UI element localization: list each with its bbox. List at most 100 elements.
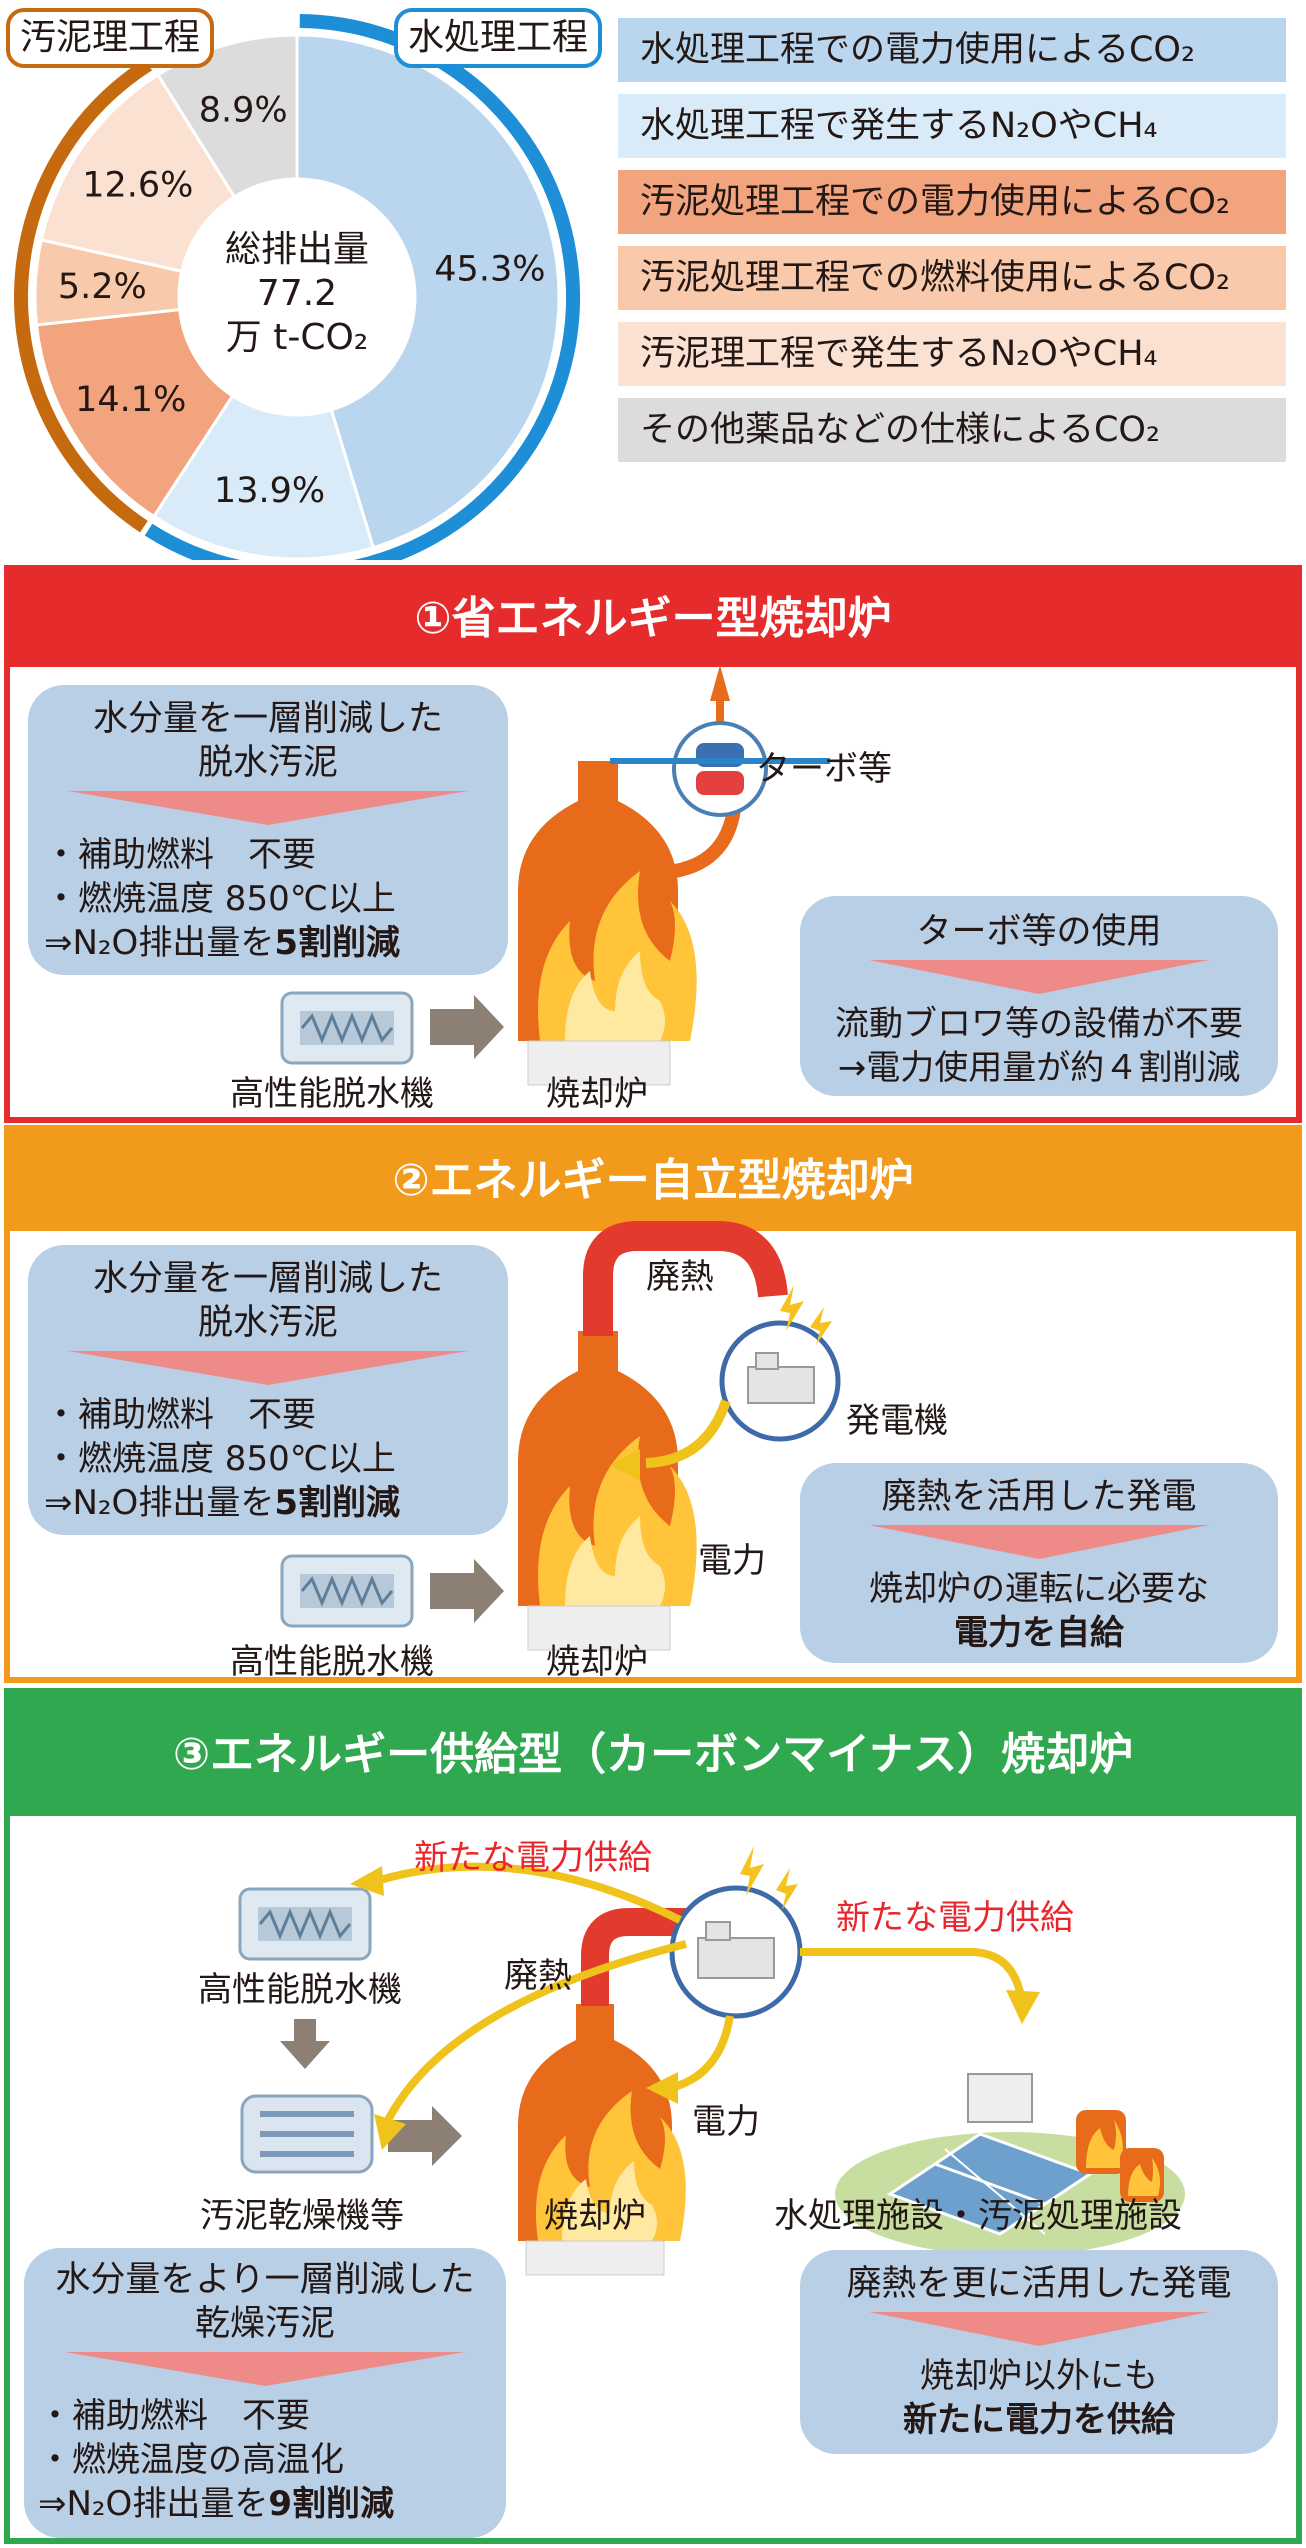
arrow-icon	[646, 2072, 678, 2104]
generator	[719, 1285, 841, 1442]
slice-value-label: 45.3%	[434, 249, 545, 289]
legend-item: 汚泥処理工程での燃料使用によるCO₂	[618, 246, 1286, 310]
dewaterer-machine	[280, 1554, 414, 1628]
bubble-title: 水分量を一層削減した	[92, 699, 443, 739]
bubble-title: 脱水汚泥	[197, 1303, 338, 1343]
section-title: ②エネルギー自立型焼却炉	[10, 1131, 1296, 1231]
arrow-icon	[350, 1866, 384, 1896]
bullet-text: ・補助燃料 不要	[38, 2396, 310, 2436]
new-power-label: 新たな電力供給	[414, 1838, 652, 1878]
generator-label: 発電機	[846, 1401, 948, 1441]
legend-item: 水処理工程での電力使用によるCO₂	[618, 18, 1286, 82]
bullet-text: ・燃焼温度の高温化	[38, 2440, 344, 2480]
bubble-title: 脱水汚泥	[197, 743, 338, 783]
bubble-text: 焼却炉の運転に必要な	[869, 1569, 1209, 1609]
bubble-bold-text: 電力を自給	[954, 1613, 1124, 1653]
incinerator	[518, 1331, 697, 1651]
bullet-text: ・燃焼温度 850℃以上	[44, 879, 396, 919]
bubble-title: 乾燥汚泥	[194, 2304, 335, 2344]
center-label-title: 総排出量	[224, 229, 369, 270]
arrow-icon	[1006, 1990, 1040, 2024]
sludge-dryer	[240, 2094, 374, 2174]
left-bubble: 水分量を一層削減した 脱水汚泥 ・補助燃料 不要 ・燃焼温度 850℃以上 ⇒N…	[28, 685, 508, 975]
bubble-bold-text: 新たに電力を供給	[903, 2400, 1175, 2440]
slice-value-label: 13.9%	[214, 471, 325, 511]
donut-center-label: 総排出量 77.2 万 t-CO₂	[187, 228, 407, 360]
incinerator	[518, 2004, 686, 2276]
incinerator	[518, 761, 697, 1086]
slice-value-label: 12.6%	[82, 165, 193, 205]
legend-label: 水処理工程での電力使用によるCO₂	[640, 30, 1195, 70]
treatment-facilities	[835, 2073, 1185, 2256]
turbo-label: ターボ等	[756, 749, 892, 789]
legend-label: 汚泥理工程で発生するN₂OやCH₄	[640, 334, 1158, 374]
dewaterer-label: 高性能脱水機	[230, 1642, 434, 1682]
slice-value-label: 14.1%	[75, 380, 186, 420]
power-arrow	[645, 1399, 731, 1468]
new-power-arrow	[800, 1948, 1024, 1994]
water-process-tag: 水処理工程	[394, 8, 603, 68]
bullet-text: ・補助燃料 不要	[44, 835, 316, 875]
new-power-label: 新たな電力供給	[836, 1898, 1074, 1938]
right-bubble: 廃熱を更に活用した発電 焼却炉以外にも 新たに電力を供給	[800, 2250, 1278, 2454]
down-arrow-icon	[869, 960, 1209, 994]
bullet-text: ・燃焼温度 850℃以上	[44, 1439, 396, 1479]
down-arrow-icon	[68, 791, 468, 825]
legend-item: 水処理工程で発生するN₂OやCH₄	[618, 94, 1286, 158]
incinerator-label: 焼却炉	[546, 1074, 648, 1114]
left-bubble: 水分量をより一層削減した 乾燥汚泥 ・補助燃料 不要 ・燃焼温度の高温化 ⇒N₂…	[24, 2248, 506, 2538]
waste-heat-pipe	[581, 1908, 699, 2006]
section-title: ③エネルギー供給型（カーボンマイナス）焼却炉	[10, 1694, 1296, 1816]
lightning-icon	[776, 1868, 798, 1910]
power-label: 電力	[698, 1541, 766, 1581]
legend-label: その他薬品などの仕様によるCO₂	[640, 410, 1160, 450]
incinerator-diagram-2	[280, 1221, 841, 1651]
result-text: ⇒N₂O排出量を5割削減	[44, 1481, 492, 1525]
incinerator-label: 焼却炉	[544, 2196, 646, 2236]
bubble-title: ターボ等の使用	[916, 912, 1162, 952]
center-label-unit: 万 t-CO₂	[225, 317, 369, 358]
arrow-icon	[388, 2106, 462, 2166]
result-bold: 9割削減	[268, 2484, 394, 2524]
dewaterer-label: 高性能脱水機	[230, 1074, 434, 1114]
legend-label: 汚泥処理工程での燃料使用によるCO₂	[640, 258, 1230, 298]
arrow-icon	[610, 1449, 640, 1481]
result-bold: 5割削減	[274, 923, 400, 963]
result-prefix: ⇒N₂O排出量を	[44, 1483, 275, 1523]
power-label: 電力	[692, 2102, 760, 2142]
result-bold: 5割削減	[274, 1483, 400, 1523]
section-title: ①省エネルギー型焼却炉	[10, 571, 1296, 667]
arrow-icon	[280, 2019, 330, 2069]
facilities-label: 水処理施設・汚泥処理施設	[774, 2196, 1182, 2236]
waste-heat-label: 廃熱	[504, 1956, 572, 1996]
incinerator-label: 焼却炉	[546, 1642, 648, 1682]
incinerator-diagram-3	[238, 1846, 1185, 2276]
generator	[669, 1846, 803, 2019]
down-arrow-icon	[68, 1351, 468, 1385]
legend-item: 汚泥理工程で発生するN₂OやCH₄	[618, 322, 1286, 386]
waste-heat-pipe	[583, 1221, 788, 1336]
result-prefix: ⇒N₂O排出量を	[38, 2484, 269, 2524]
legend-item: 汚泥処理工程での電力使用によるCO₂	[618, 170, 1286, 234]
slice-value-label: 8.9%	[199, 91, 288, 131]
bullet-text: ・補助燃料 不要	[44, 1395, 316, 1435]
new-power-arrow	[382, 1940, 687, 2126]
group-ring	[14, 58, 153, 533]
right-bubble: ターボ等の使用 流動ブロワ等の設備が不要 →電力使用量が約４割削減	[800, 896, 1278, 1096]
slice-value-label: 5.2%	[58, 267, 147, 307]
donut-value-labels: 45.3% 13.9% 14.1% 5.2% 12.6%8.9%	[58, 91, 546, 511]
dryer-label: 汚泥乾燥機等	[200, 2196, 404, 2236]
group-rings	[14, 14, 580, 560]
turbo-unit	[610, 665, 830, 878]
center-label-value: 77.2	[256, 273, 338, 314]
arrow-icon	[374, 2114, 406, 2150]
bubble-text: 焼却炉以外にも	[920, 2356, 1158, 2396]
result-prefix: ⇒N₂O排出量を	[44, 923, 275, 963]
down-arrow-icon	[869, 2312, 1209, 2346]
section-energy-saving-incinerator: ①省エネルギー型焼却炉 水分量を一層削減した 脱水汚泥	[4, 565, 1302, 1123]
bubble-text: →電力使用量が約４割削減	[837, 1048, 1241, 1088]
down-arrow-icon	[869, 1525, 1209, 1559]
arrow-icon	[430, 1559, 504, 1623]
dewaterer-machine	[280, 991, 414, 1065]
legend-item: その他薬品などの仕様によるCO₂	[618, 398, 1286, 462]
